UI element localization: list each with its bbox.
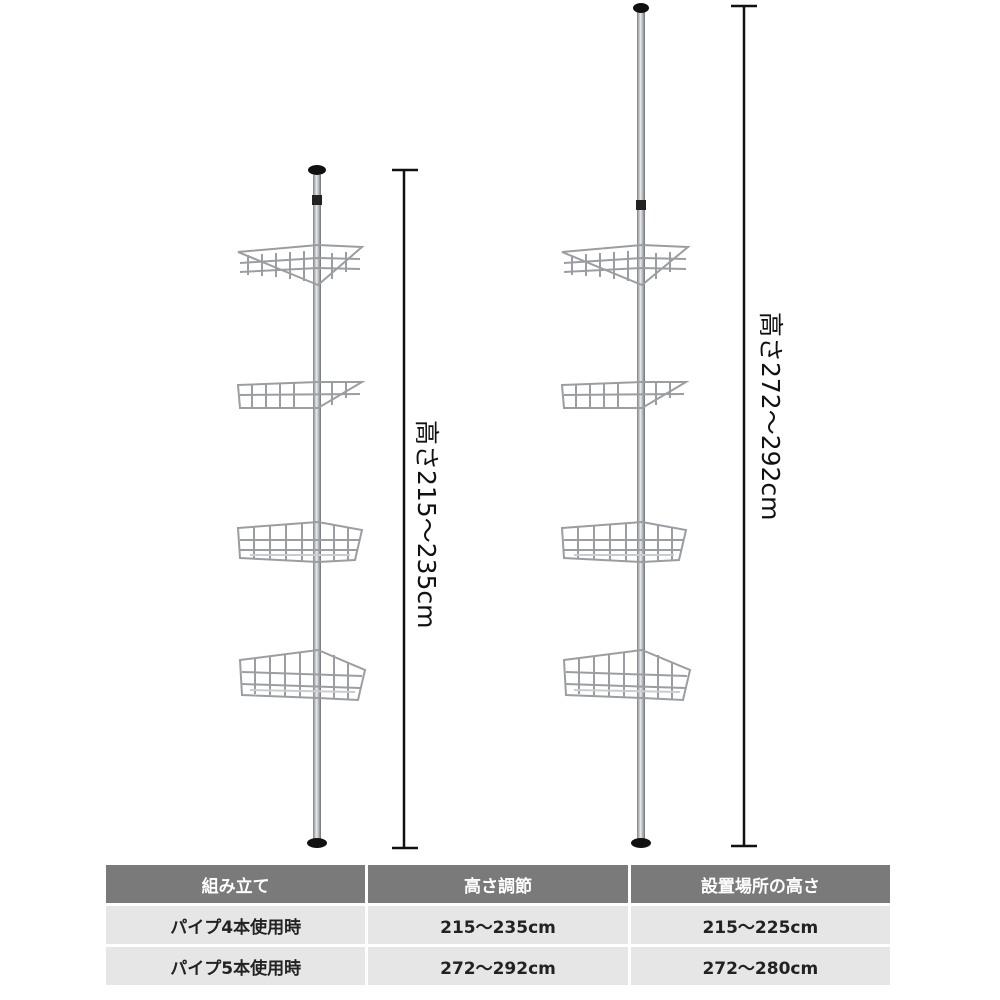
right-height-label: 高さ272～292cm — [756, 312, 785, 521]
left-top-cap — [308, 165, 326, 175]
right-bottom-cap — [631, 838, 651, 848]
row-1-assembly: パイプ4本使用時 — [106, 906, 366, 944]
table-row: パイプ4本使用時 215～235cm 215～225cm — [106, 906, 890, 944]
right-basket-2 — [560, 381, 690, 409]
product-figure — [236, 3, 757, 850]
header-install-height: 設置場所の高さ — [630, 865, 890, 903]
spec-table: 組み立て 高さ調節 設置場所の高さ パイプ4本使用時 215～235cm 215… — [103, 862, 893, 988]
left-pole — [313, 175, 321, 840]
right-basket-4 — [562, 648, 692, 702]
header-height-adjust: 高さ調節 — [368, 865, 628, 903]
left-basket-3 — [236, 520, 364, 564]
left-shelf-unit — [236, 165, 367, 848]
left-bottom-cap — [307, 838, 327, 848]
row-2-assembly: パイプ5本使用時 — [106, 947, 366, 985]
right-top-cap — [633, 3, 649, 13]
left-basket-2 — [236, 381, 366, 409]
left-basket-4 — [238, 648, 367, 702]
row-1-install-height: 215～225cm — [630, 906, 890, 944]
header-assembly: 組み立て — [106, 865, 366, 903]
right-basket-1 — [561, 243, 691, 287]
row-2-install-height: 272～280cm — [630, 947, 890, 985]
left-height-label: 高さ215～235cm — [412, 420, 441, 629]
right-pole — [637, 12, 645, 840]
table-row: パイプ5本使用時 272～292cm 272～280cm — [106, 947, 890, 985]
right-pole-joint — [636, 200, 646, 210]
table-header-row: 組み立て 高さ調節 設置場所の高さ — [106, 865, 890, 903]
left-dimension-line — [392, 168, 418, 850]
right-basket-3 — [560, 520, 688, 564]
right-dimension-line — [731, 4, 757, 848]
row-2-height-adjust: 272～292cm — [368, 947, 628, 985]
left-pole-joint — [312, 195, 322, 205]
left-basket-1 — [237, 243, 365, 287]
row-1-height-adjust: 215～235cm — [368, 906, 628, 944]
right-shelf-unit — [560, 3, 692, 848]
